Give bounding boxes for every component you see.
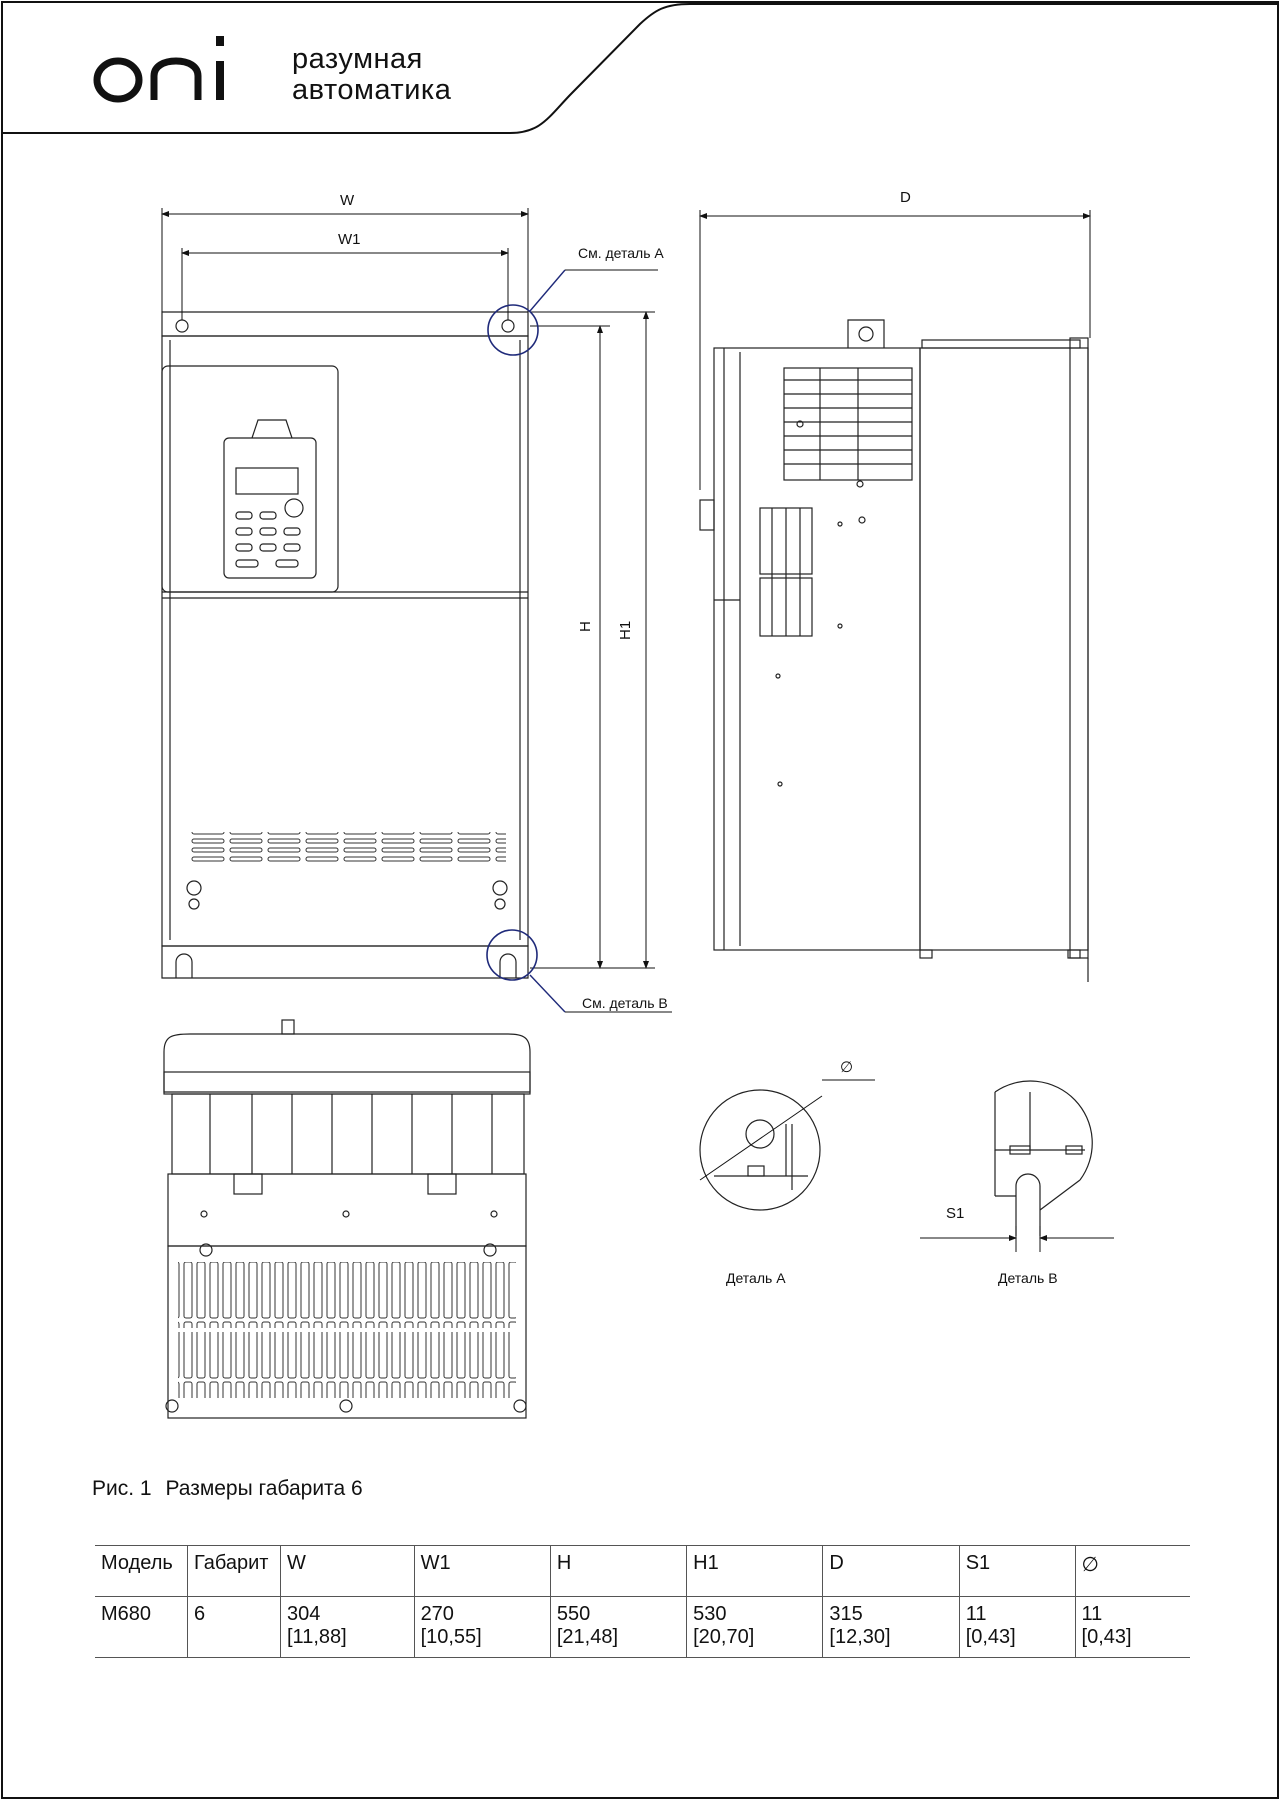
tagline-line-2: автоматика xyxy=(292,74,452,106)
dim-h-label: H xyxy=(577,621,594,632)
oni-logo-icon xyxy=(93,36,224,103)
header-frame: Габарит xyxy=(187,1545,281,1597)
detail-b xyxy=(920,1080,1114,1252)
cell-h-inch: [21,48] xyxy=(556,1626,619,1648)
dimensions-table: Модель Габарит W W1 H H1 D S1 ∅ M680 6 3… xyxy=(95,1545,1190,1658)
cell-h-mm: 550 xyxy=(556,1603,591,1625)
dim-w-label: W xyxy=(340,192,355,209)
detail-a xyxy=(699,1079,875,1211)
header-h1: H1 xyxy=(686,1545,823,1597)
cell-s1-inch: [0,43] xyxy=(965,1626,1016,1648)
detail-b-label: Деталь В xyxy=(998,1270,1058,1286)
brand-tagline: разумная автоматика xyxy=(292,44,451,106)
header-w: W xyxy=(280,1545,415,1597)
dim-w1-label: W1 xyxy=(338,231,361,248)
cell-d-mm: 315 xyxy=(829,1603,863,1625)
side-dimensions xyxy=(699,210,1091,490)
dim-d-label: D xyxy=(900,189,911,206)
cell-w1: 270[10,55] xyxy=(413,1596,551,1658)
see-detail-b-label: См. деталь В xyxy=(582,995,668,1011)
table-header-row: Модель Габарит W W1 H H1 D S1 ∅ xyxy=(95,1545,1190,1597)
cell-diameter-inch: [0,43] xyxy=(1081,1626,1132,1648)
header-diameter: ∅ xyxy=(1074,1545,1190,1597)
cell-w: 304[11,88] xyxy=(280,1596,415,1658)
detail-a-label: Деталь А xyxy=(726,1270,786,1286)
tagline-line-1: разумная xyxy=(292,43,423,75)
table-row: M680 6 304[11,88] 270[10,55] 550[21,48] … xyxy=(95,1596,1190,1658)
header-model: Модель xyxy=(101,1552,173,1574)
front-view xyxy=(161,311,529,979)
technical-drawing: W W1 H H1 См. деталь А См. деталь В xyxy=(161,189,1114,1419)
dim-h1-label: H1 xyxy=(617,621,634,640)
bottom-view xyxy=(163,1019,531,1419)
detail-b-s1-label: S1 xyxy=(946,1205,964,1222)
caption-text: Размеры габарита 6 xyxy=(165,1477,363,1500)
figure-caption: Рис. 1 Размеры габарита 6 xyxy=(92,1477,363,1501)
cell-w-inch: [11,88] xyxy=(287,1626,347,1648)
cell-diameter: 11[0,43] xyxy=(1074,1596,1190,1658)
cell-h1-inch: [20,70] xyxy=(693,1626,755,1648)
header-w1: W1 xyxy=(413,1545,551,1597)
cell-s1: 11[0,43] xyxy=(958,1596,1076,1658)
cell-diameter-mm: 11 xyxy=(1081,1603,1103,1625)
cell-w1-mm: 270 xyxy=(420,1603,454,1625)
side-view xyxy=(699,319,1089,982)
header-d: D xyxy=(822,1545,960,1597)
cell-model: M680 xyxy=(101,1603,152,1625)
cell-d-inch: [12,30] xyxy=(829,1626,891,1648)
cell-h1: 530[20,70] xyxy=(686,1596,823,1658)
header-s1: S1 xyxy=(958,1545,1076,1597)
cell-w-mm: 304 xyxy=(287,1603,321,1625)
cell-h1-mm: 530 xyxy=(693,1603,727,1625)
caption-prefix: Рис. 1 xyxy=(92,1477,152,1500)
cell-w1-inch: [10,55] xyxy=(420,1626,482,1648)
cell-d: 315[12,30] xyxy=(822,1596,960,1658)
front-dimensions xyxy=(161,208,672,1013)
see-detail-a-label: См. деталь А xyxy=(578,245,664,261)
cell-h: 550[21,48] xyxy=(549,1596,687,1658)
cell-s1-mm: 11 xyxy=(965,1603,987,1625)
brand-logo xyxy=(92,28,252,108)
cell-frame: 6 xyxy=(187,1596,281,1658)
header-h: H xyxy=(549,1545,687,1597)
detail-a-diameter-label: ∅ xyxy=(840,1059,853,1076)
